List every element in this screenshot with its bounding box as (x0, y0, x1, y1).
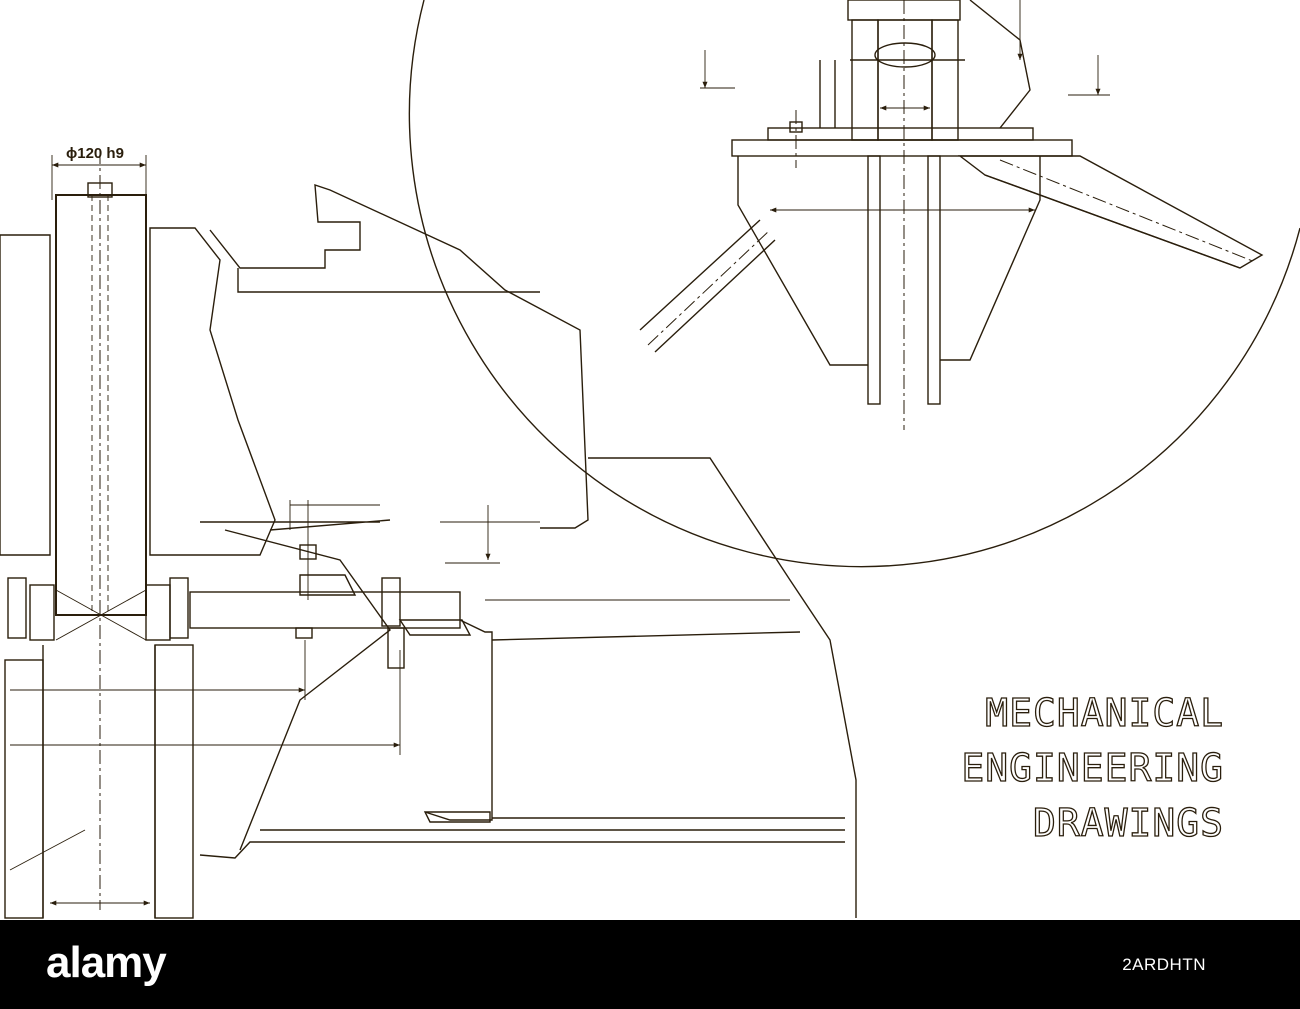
headline-line-2: ENGINEERING (961, 745, 1224, 790)
image-id-label: 2ARDHTN (1122, 955, 1206, 974)
headline-line-1: MECHANICAL (985, 690, 1224, 735)
technical-drawing: ϕ120 h9 (0, 0, 1300, 919)
detail-view (639, 0, 1264, 430)
detail-circle (408, 0, 1300, 568)
diameter-dimension-label: ϕ120 h9 (66, 145, 124, 162)
footer-bar (0, 920, 1300, 1009)
headline: MECHANICAL ENGINEERING DRAWINGS (961, 686, 1224, 851)
main-assembly: ϕ120 h9 (0, 145, 857, 919)
alamy-logo: alamy (46, 938, 167, 987)
headline-line-3: DRAWINGS (1032, 800, 1224, 845)
